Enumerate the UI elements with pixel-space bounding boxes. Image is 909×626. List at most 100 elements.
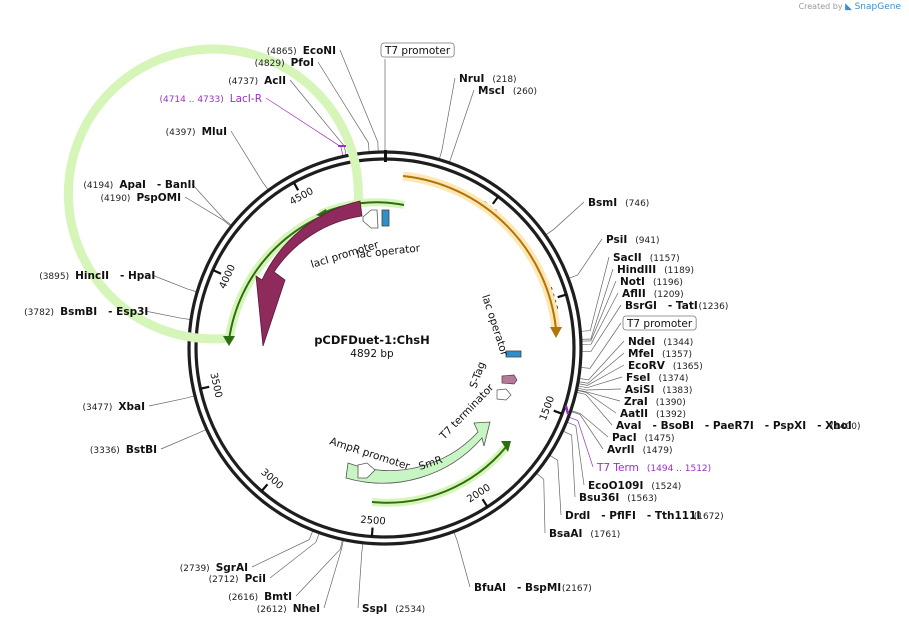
leader-line bbox=[581, 268, 614, 340]
site-position: (3477) bbox=[82, 403, 112, 413]
enzyme-site-label[interactable]: BsmI(746) bbox=[588, 197, 649, 209]
primer-label[interactable]: T7 Term(1494 .. 1512) bbox=[596, 462, 711, 474]
enzyme-site-label[interactable]: EcoRV (1365) bbox=[628, 360, 703, 372]
site-position: (1761) bbox=[590, 530, 620, 540]
site-position: (3895) bbox=[39, 272, 69, 282]
origin-marker bbox=[384, 150, 387, 162]
site-position: (2534) bbox=[395, 605, 425, 615]
enzyme-site-label[interactable]: SacII(1157) bbox=[613, 252, 680, 264]
credit-brand: SnapGene bbox=[854, 2, 901, 12]
site-position: (4194) bbox=[83, 181, 113, 191]
enzyme-site-label[interactable]: MluI(4397) bbox=[166, 126, 227, 138]
site-name: DrdI - PflFI - Tth111I bbox=[565, 510, 700, 522]
site-name: NotI bbox=[620, 276, 645, 288]
tick-label: 4000 bbox=[218, 263, 239, 291]
leader-line bbox=[151, 274, 197, 292]
site-position: (260) bbox=[513, 87, 537, 97]
snapgene-credit: Created by ◣ SnapGene bbox=[799, 2, 901, 12]
feature-lac-operator-right-box[interactable] bbox=[505, 350, 522, 358]
enzyme-site-label[interactable]: MscI(260) bbox=[478, 85, 537, 97]
feature-lac-operator-top-box[interactable] bbox=[381, 209, 390, 227]
enzyme-site-label[interactable]: MfeI(1357) bbox=[628, 348, 692, 360]
enzyme-site-label[interactable]: PacI(1475) bbox=[612, 432, 675, 444]
enzyme-site-label[interactable]: NruI(218) bbox=[459, 73, 517, 85]
enzyme-site-label[interactable]: Bsu36I(1563) bbox=[579, 492, 657, 504]
enzyme-site-label[interactable]: ZraI(1390) bbox=[624, 396, 686, 408]
enzyme-site-label[interactable]: AvrII(1479) bbox=[607, 444, 673, 456]
site-position: (941) bbox=[635, 236, 659, 246]
leader-line bbox=[577, 390, 617, 414]
leader-line bbox=[317, 61, 370, 152]
site-position: (1157) bbox=[650, 254, 680, 264]
site-name: PciI bbox=[245, 573, 266, 585]
feature-lacI-promoter-arrow[interactable] bbox=[362, 209, 379, 229]
leader-line bbox=[569, 238, 603, 279]
enzyme-site-label[interactable]: SgrAI(2739) bbox=[180, 562, 248, 574]
site-position: (2167) bbox=[562, 584, 592, 594]
site-position: (1563) bbox=[627, 494, 657, 504]
enzyme-site-label[interactable]: HincII - HpaI(3895) bbox=[39, 270, 155, 282]
tick-label: 4500 bbox=[288, 186, 316, 208]
enzyme-site-label[interactable]: AflII(1209) bbox=[622, 288, 684, 300]
feature-S-Tag-arrow[interactable] bbox=[501, 374, 518, 385]
enzyme-site-label[interactable]: PspOMI(4190) bbox=[101, 192, 182, 204]
enzyme-site-label[interactable]: BmtI(2616) bbox=[228, 591, 292, 603]
leader-line bbox=[148, 395, 195, 407]
enzyme-site-label[interactable]: SspI(2534) bbox=[362, 603, 425, 615]
primer-T7-Term-mark bbox=[564, 405, 570, 415]
feature-T7-promoter-box[interactable]: T7 promoter bbox=[622, 315, 697, 331]
site-name: HindIII bbox=[617, 264, 656, 276]
site-position: (1365) bbox=[673, 362, 703, 372]
enzyme-site-label[interactable]: NotI(1196) bbox=[620, 276, 683, 288]
enzyme-site-label[interactable]: BsmBI - Esp3I(3782) bbox=[24, 306, 148, 318]
enzyme-site-label[interactable]: EcoO109I(1524) bbox=[588, 480, 681, 492]
site-name: BsmI bbox=[588, 197, 617, 209]
feature-box bbox=[622, 315, 697, 331]
enzyme-site-label[interactable]: DrdI - PflFI - Tth111I(1672) bbox=[565, 510, 724, 522]
site-name: EcoRV bbox=[628, 360, 666, 372]
site-position: (1494 .. 1512) bbox=[647, 464, 711, 474]
green-arc-bottom-head-icon bbox=[501, 441, 511, 452]
feature-AmpR-promoter-arrow[interactable] bbox=[357, 462, 376, 479]
enzyme-site-label[interactable]: NheI(2612) bbox=[257, 603, 320, 615]
credit-prefix: Created by bbox=[798, 2, 843, 11]
enzyme-site-label[interactable]: NdeI (1344) bbox=[628, 336, 693, 348]
enzyme-site-label[interactable]: BfuAI - BspMI(2167) bbox=[474, 582, 592, 594]
site-position: (1189) bbox=[664, 266, 694, 276]
site-position: (4714 .. 4733) bbox=[159, 95, 223, 105]
tick-mark bbox=[260, 483, 269, 492]
enzyme-site-label[interactable]: BsrGI - TatI(1236) bbox=[625, 300, 728, 312]
enzyme-site-label[interactable]: HindIII (1189) bbox=[617, 264, 694, 276]
enzyme-site-label[interactable]: AsiSI(1383) bbox=[625, 384, 692, 396]
feature-T7-promoter-box[interactable]: T7 promoter bbox=[380, 42, 455, 58]
enzyme-site-label[interactable]: AvaI - BsoBI - PaeR7I - PspXI - XhoI(140… bbox=[616, 420, 860, 432]
primer-label[interactable]: LacI-R(4714 .. 4733) bbox=[159, 93, 262, 105]
enzyme-site-label[interactable]: PciI(2712) bbox=[209, 573, 266, 585]
enzyme-site-label[interactable]: EcoNI(4865) bbox=[267, 45, 336, 57]
site-position: (3782) bbox=[24, 308, 54, 318]
orange-arc bbox=[402, 175, 557, 330]
tick-label: 2000 bbox=[465, 482, 492, 505]
site-name: NdeI bbox=[628, 336, 655, 348]
enzyme-site-label[interactable]: ApaI - BanII(4194) bbox=[83, 179, 195, 191]
enzyme-site-label[interactable]: XbaI(3477) bbox=[82, 401, 145, 413]
site-name: NruI bbox=[459, 73, 484, 85]
tick-mark bbox=[481, 498, 489, 508]
enzyme-site-label[interactable]: FseI(1374) bbox=[626, 372, 688, 384]
site-position: (4737) bbox=[228, 77, 258, 87]
site-name: T7 promoter bbox=[626, 318, 693, 330]
leader-line bbox=[339, 49, 379, 152]
enzyme-site-label[interactable]: AatII(1392) bbox=[620, 408, 686, 420]
site-name: MluI bbox=[202, 126, 227, 138]
enzyme-site-label[interactable]: BstBI(3336) bbox=[90, 444, 157, 456]
site-name: AclI bbox=[264, 75, 286, 87]
green-arc-top bbox=[319, 201, 405, 215]
enzyme-site-label[interactable]: BsaAI(1761) bbox=[549, 528, 620, 540]
leader-line bbox=[549, 455, 562, 516]
site-position: (1344) bbox=[663, 338, 693, 348]
enzyme-site-label[interactable]: AclI (4737) bbox=[228, 75, 286, 87]
feature-small-arrow-white[interactable] bbox=[496, 388, 512, 401]
enzyme-site-label[interactable]: PsiI(941) bbox=[606, 234, 659, 246]
feature-lacI-arrow[interactable] bbox=[255, 200, 363, 347]
enzyme-site-label[interactable]: PfoI(4829) bbox=[255, 57, 314, 69]
